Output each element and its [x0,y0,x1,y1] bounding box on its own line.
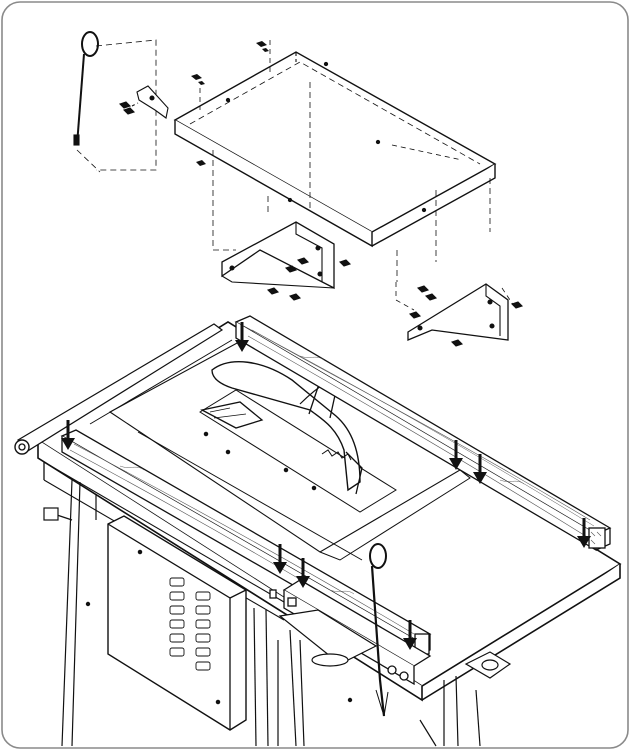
locking-pin-top-left [73,31,157,173]
arrow-6 [273,544,287,574]
control-panel-cabinet [107,515,247,731]
stand-legs [43,479,512,747]
switch-grid [169,577,211,671]
table-saw [14,315,622,747]
arrow-1 [235,322,249,352]
arrow-8 [403,620,417,650]
extension-table-panel [173,40,497,282]
arrow-2 [61,420,75,450]
small-bracket [118,85,169,119]
arrow-7 [296,558,310,588]
left-support-bracket [221,221,352,301]
locking-pin-front [369,543,389,717]
arrow-3 [449,440,463,470]
arrow-4 [473,454,487,484]
right-support-bracket [395,282,524,347]
downward-arrows [61,322,591,650]
wooden-rail-rear [234,315,612,552]
exploded-view [73,31,524,347]
arrow-5 [577,518,591,548]
